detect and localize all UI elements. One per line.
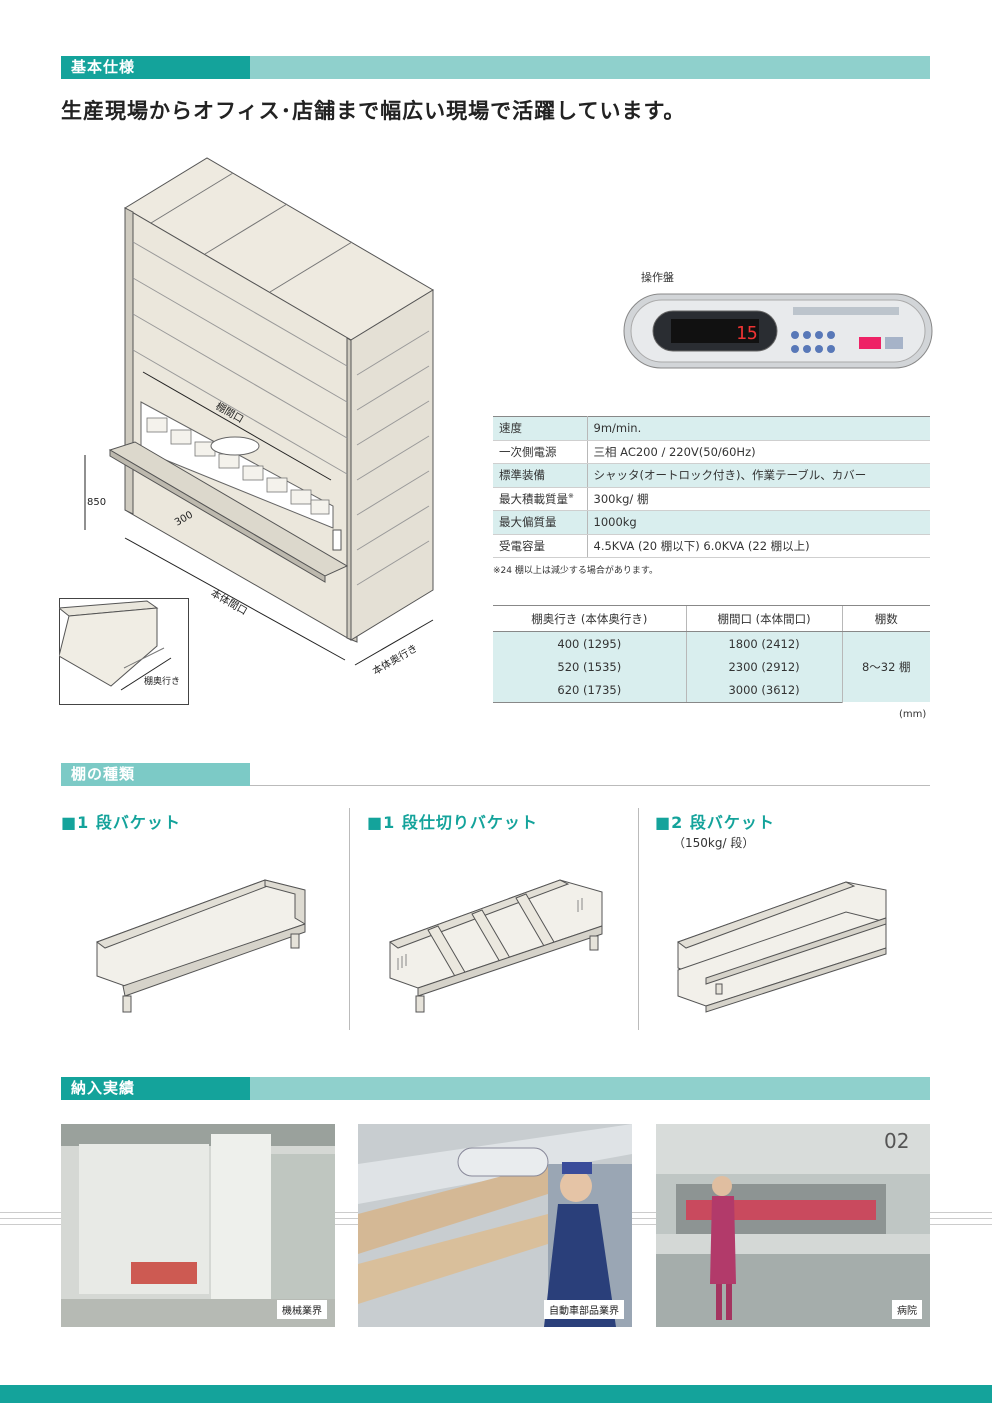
table-row: 最大偏質量 1000kg [493,510,930,535]
column-header: 棚数 [841,605,930,632]
table-row: 速度 9m/min. [493,416,930,441]
spec-key: 受電容量 [493,534,588,558]
section-band-basic-spec: 基本仕様 [61,56,930,79]
spec-value: 9m/min. [587,416,930,441]
height-label: 850 [87,497,106,508]
spec-key: 一次側電源 [493,440,588,464]
footer-bar [0,1385,992,1403]
dim-depth: 620 (1735) [493,678,687,703]
spec-footnote: ※24 棚以上は減少する場合があります。 [493,566,658,576]
photo-hospital: 02 病院 [656,1124,930,1327]
spec-value: 4.5KVA (20 棚以下) 6.0KVA (22 棚以上) [587,534,930,558]
control-panel-label: 操作盤 [641,271,674,284]
dim-depth: 400 (1295) [493,631,687,655]
section-title-shelf-types: 棚の種類 [61,763,250,786]
spec-key: 速度 [493,416,588,441]
table-row: 受電容量 4.5KVA (20 棚以下) 6.0KVA (22 棚以上) [493,534,930,558]
spec-key: 標準装備 [493,463,588,488]
table-row: 400 (1295) 1800 (2412) 8〜32 棚 [493,631,930,702]
body-depth-label: 本体奥行き [370,641,420,677]
dimension-unit: (mm) [899,709,927,720]
table-row: 620 (1735) 3000 (3612) [493,678,930,703]
shelf-type-title: ■1 段バケット [61,813,181,832]
spec-value: 1000kg [587,510,930,535]
shelf-double-bucket-image [676,881,887,1013]
column-header: 棚間口 (本体間口) [685,605,842,632]
control-panel-image: 15 [623,293,933,369]
table-row: 標準装備 シャッタ(オートロック付き)、作業テーブル、カバー [493,463,930,488]
dim-count: 8〜32 棚 [841,631,930,702]
divider [349,808,350,1030]
photo-caption: 機械業界 [277,1300,327,1319]
shelf-depth-inset: 棚奥行き [59,598,189,705]
photo-hospital-image: 02 [656,1124,930,1327]
spec-key: 最大積載質量 [499,491,568,506]
spec-key-mark: ※ [568,491,574,500]
dim-width: 2300 (2912) [685,655,842,679]
shelf-type-note: （150kg/ 段） [673,836,755,850]
section-band-delivery: 納入実績 [61,1077,930,1100]
cabinet-diagram: 棚間口 850 300 本体間口 本体奥行き [84,157,434,678]
photo-machinery-image [61,1124,335,1327]
divider [638,808,639,1030]
table-row: 一次側電源 三相 AC200 / 220V(50/60Hz) [493,440,930,464]
section-title-delivery: 納入実績 [61,1077,250,1100]
photo-automotive-image [358,1124,632,1327]
column-header: 棚奥行き (本体奥行き) [493,605,687,632]
shelf-type-title: ■2 段バケット [655,813,775,832]
shelf-depth-label: 棚奥行き [144,675,180,687]
table-row: 最大積載質量※ 300kg/ 棚 [493,487,930,511]
photo-sign: 02 [884,1129,909,1153]
photo-caption: 病院 [892,1300,922,1319]
page-headline: 生産現場からオフィス･店舗まで幅広い現場で活躍しています。 [61,99,686,123]
spec-value: シャッタ(オートロック付き)、作業テーブル、カバー [587,463,930,488]
spec-value: 300kg/ 棚 [587,487,930,511]
section-title-basic-spec: 基本仕様 [61,56,250,79]
spec-key-cell: 最大積載質量※ [493,487,588,511]
section-band-shelf-types: 棚の種類 [61,763,930,786]
shelf-single-bucket-image [95,879,306,1013]
photo-automotive: 自動車部品業界 [358,1124,632,1327]
shelf-type-title: ■1 段仕切りバケット [367,813,538,832]
spec-key: 最大偏質量 [493,510,588,535]
photo-machinery: 機械業界 [61,1124,335,1327]
spec-table: 速度 9m/min. 一次側電源 三相 AC200 / 220V(50/60Hz… [493,416,930,558]
control-panel-display: 15 [736,323,758,344]
table-row: 520 (1535) 2300 (2912) [493,655,930,679]
dim-depth: 520 (1535) [493,655,687,679]
shelf-divided-bucket-image [388,879,603,1013]
dim-width: 1800 (2412) [685,631,842,655]
dim-width: 3000 (3612) [685,678,842,703]
photo-caption: 自動車部品業界 [544,1300,624,1319]
body-width-label: 本体間口 [209,586,250,617]
spec-value: 三相 AC200 / 220V(50/60Hz) [587,440,930,464]
dimension-table: 棚奥行き (本体奥行き) 棚間口 (本体間口) 棚数 400 (1295) 18… [493,605,930,703]
